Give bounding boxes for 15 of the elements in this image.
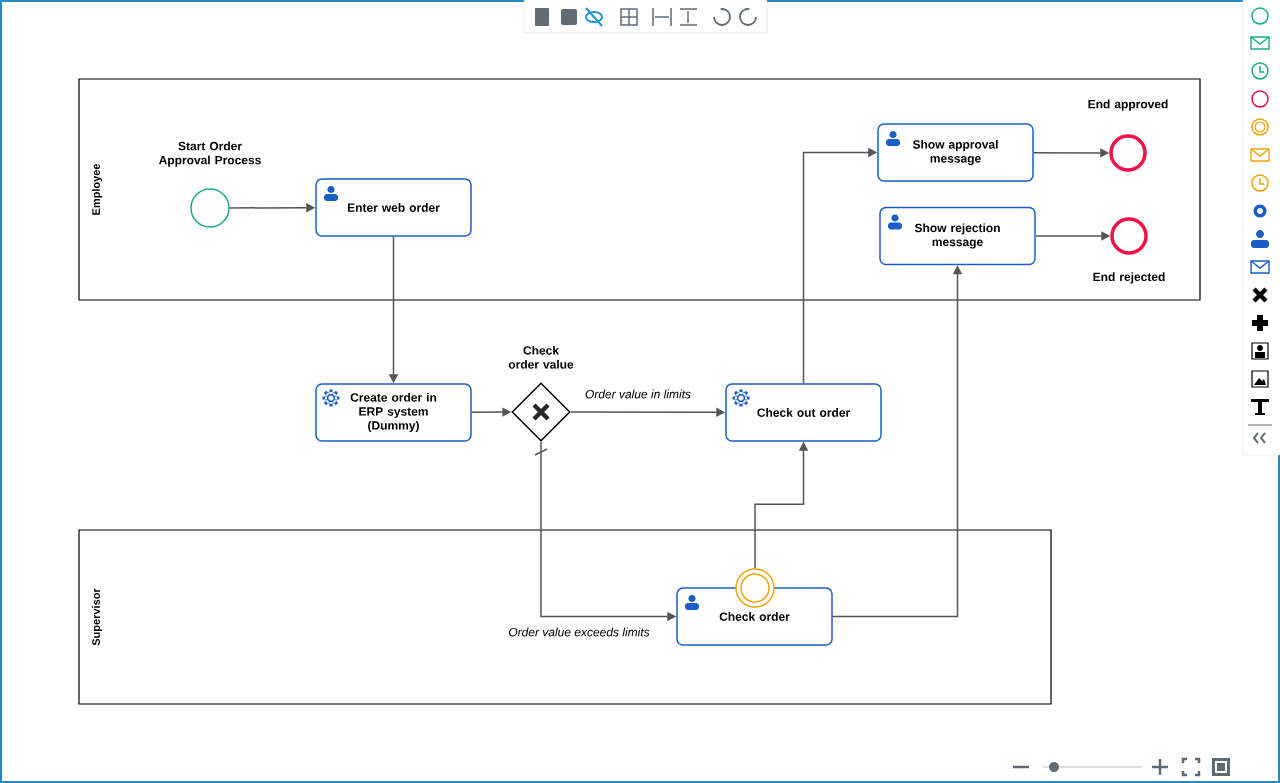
edge-label: Order value exceeds limits (507, 626, 651, 638)
node-label: Check order value (508, 345, 574, 369)
task-box: Show approval message (877, 123, 1034, 182)
end-event: End rejected (1093, 217, 1165, 284)
task-box: Check out order (725, 383, 882, 442)
node-label: Start Order Approval Process (158, 141, 261, 167)
task-box: Show rejection message (879, 206, 1036, 266)
boundary-event (735, 568, 775, 608)
task-box: Enter web order (315, 178, 472, 237)
task-box: Create order in ERP system (Dummy) (315, 383, 472, 442)
start-event: Start Order Approval Process (158, 141, 261, 228)
node-label: End approved (1088, 99, 1168, 111)
end-event: End approved (1088, 99, 1168, 172)
node-label: End rejected (1093, 272, 1165, 284)
edge-label: Order value in limits (584, 388, 692, 400)
